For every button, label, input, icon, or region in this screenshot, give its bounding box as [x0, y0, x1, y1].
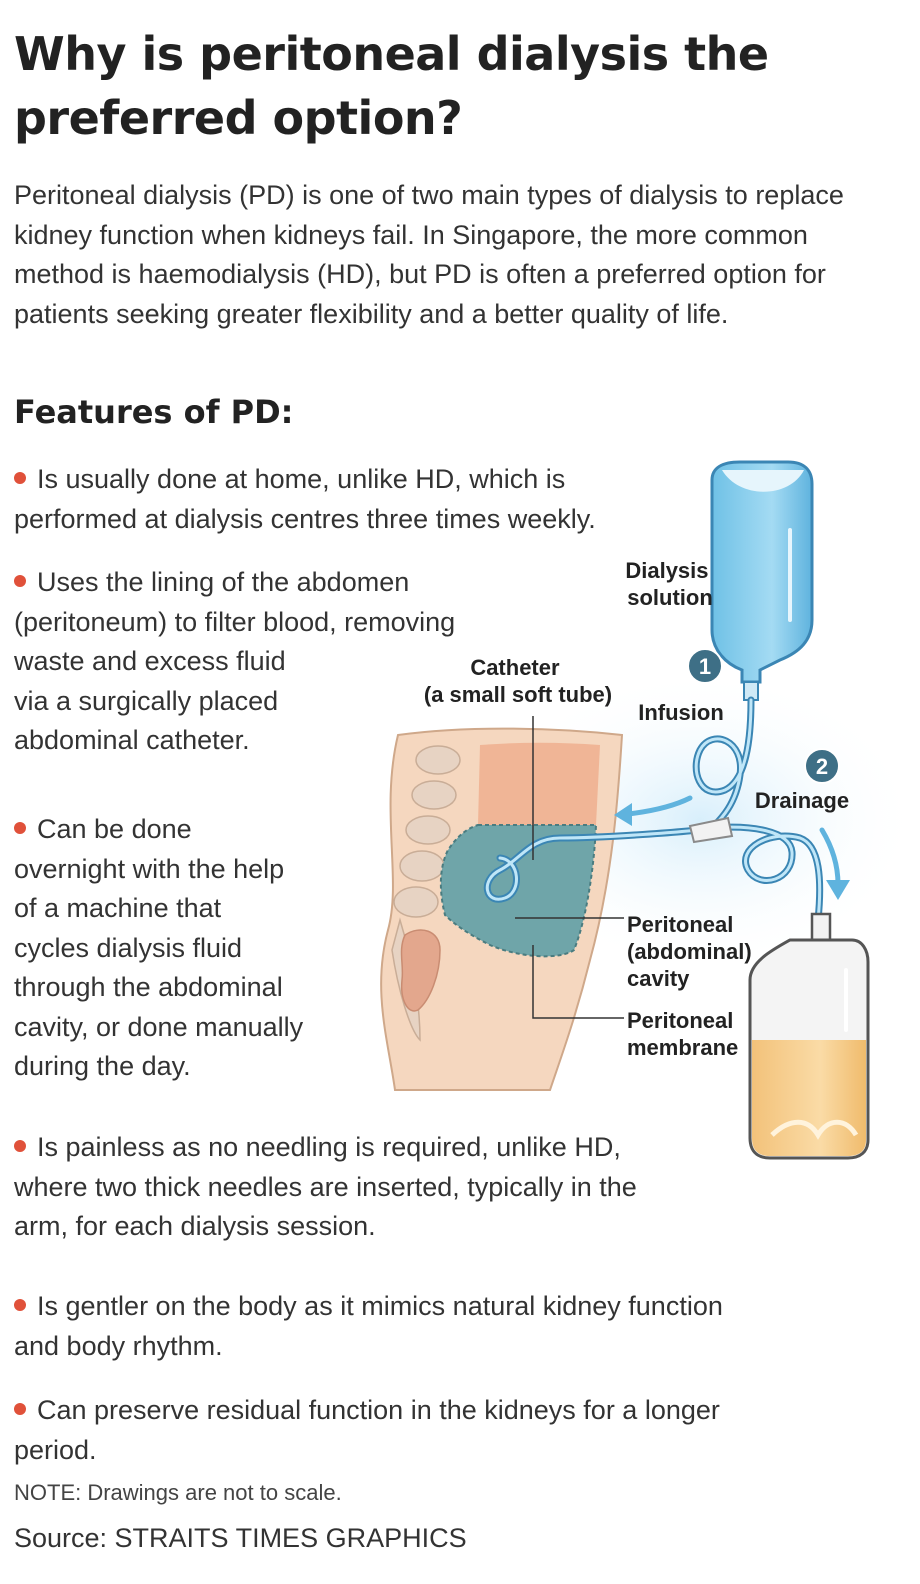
- bullet-dot: [14, 1140, 26, 1152]
- bullet-dot: [14, 822, 26, 834]
- dialysis-solution-label: Dialysis solution: [625, 558, 714, 610]
- upper-abdomen: [478, 742, 600, 825]
- bullet-dot: [14, 575, 26, 587]
- leader-lines: [515, 716, 624, 1019]
- svg-text:2: 2: [816, 754, 828, 779]
- source-credit: Source: STRAITS TIMES GRAPHICS: [14, 1523, 467, 1553]
- page-title: Why is peritoneal dialysis the preferred…: [14, 27, 769, 145]
- intro-paragraph: Peritoneal dialysis (PD) is one of two m…: [14, 180, 844, 329]
- feature-bullet-peritoneum: Uses the lining of the abdomen(peritoneu…: [14, 567, 456, 755]
- bullet-dot: [14, 1403, 26, 1415]
- infusion-label: Infusion: [638, 700, 724, 725]
- catheter-label: Catheter (a small soft tube): [424, 655, 612, 707]
- drainage-bag: [748, 912, 870, 1160]
- peritoneal-cavity: [439, 824, 598, 958]
- y-connector: [688, 816, 734, 844]
- drainage-arrowhead: [826, 880, 850, 900]
- step-2-badge: 2: [804, 748, 840, 784]
- feature-bullet-home: Is usually done at home, unlike HD, whic…: [14, 464, 596, 534]
- scale-note: NOTE: Drawings are not to scale.: [14, 1480, 342, 1505]
- bullet-dot: [14, 472, 26, 484]
- peritoneal-cavity-label: Peritoneal (abdominal) cavity: [627, 912, 758, 991]
- features-heading: Features of PD:: [14, 393, 294, 431]
- peritoneal-membrane-label: Peritoneal membrane: [627, 1008, 740, 1060]
- abdomen-illustration: [380, 727, 624, 1091]
- step-1-badge: 1: [687, 648, 723, 684]
- feature-bullet-residual: Can preserve residual function in the ki…: [14, 1395, 720, 1465]
- pelvic-organ: [400, 929, 441, 1012]
- dialysis-solution-bag: [710, 460, 814, 701]
- feature-bullet-painless: Is painless as no needling is required, …: [14, 1132, 637, 1241]
- flow-arrows: [625, 795, 841, 887]
- drainage-label: Drainage: [755, 788, 849, 813]
- bullet-dot: [14, 1299, 26, 1311]
- tubing-inner: [485, 698, 822, 922]
- feature-bullet-gentler: Is gentler on the body as it mimics natu…: [14, 1291, 723, 1361]
- infusion-arrowhead: [614, 803, 632, 826]
- svg-text:1: 1: [699, 654, 711, 679]
